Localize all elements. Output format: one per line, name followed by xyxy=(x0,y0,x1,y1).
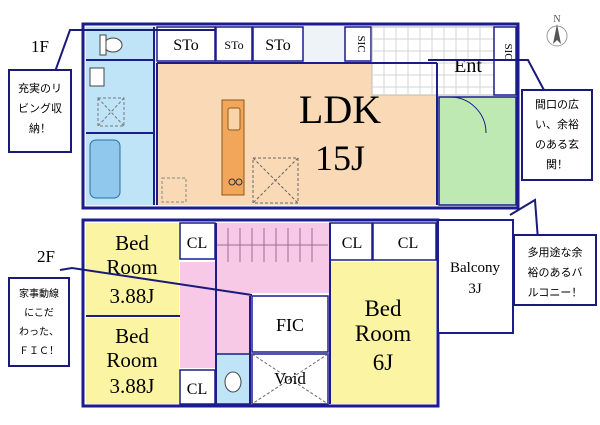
closet-2-label: CL xyxy=(342,235,362,252)
note-housework: 家事動線 にこだ わった、 ＦＩＣ！ xyxy=(8,277,70,367)
north-compass-icon: N xyxy=(546,14,568,47)
svg-text:間口の広: 間口の広 xyxy=(535,98,579,111)
fridge-space xyxy=(161,177,187,203)
svg-text:にこだ: にこだ xyxy=(24,307,54,319)
bathtub-icon xyxy=(89,139,121,199)
note-entrance: 間口の広 い、余裕 のある玄 関！ xyxy=(521,89,593,181)
entrance-label: Ent xyxy=(454,55,482,77)
storage-1-label: STo xyxy=(173,37,199,54)
closet-4 xyxy=(179,369,216,405)
sic-left-label: SIC xyxy=(355,35,367,52)
bed-lower-line2: Room xyxy=(106,348,157,372)
balcony-label: Balcony xyxy=(450,260,500,276)
bedroom-lower xyxy=(86,318,179,404)
sink-icon xyxy=(227,107,241,131)
bed-upper-line1: Bed xyxy=(115,231,149,255)
ldk-label: LDK xyxy=(299,87,381,132)
entrance-door xyxy=(449,96,487,134)
svg-text:ビング収: ビング収 xyxy=(18,101,62,115)
svg-text:関！: 関！ xyxy=(546,158,568,171)
svg-text:充実のリ: 充実のリ xyxy=(18,81,62,95)
bed-lower-line1: Bed xyxy=(115,324,149,348)
svg-text:N: N xyxy=(553,14,560,25)
bed-upper-line2: Room xyxy=(106,255,157,279)
washer-space xyxy=(97,97,125,127)
bed-right-line1: Bed xyxy=(364,296,402,321)
svg-text:ルコニー！: ルコニー！ xyxy=(528,286,583,299)
svg-text:裕のあるバ: 裕のあるバ xyxy=(528,266,583,279)
storage-3 xyxy=(252,26,304,62)
svg-text:のある玄: のある玄 xyxy=(535,137,579,151)
bedroom-right xyxy=(330,262,436,404)
storage-3-label: STo xyxy=(265,37,291,54)
toilet-icon xyxy=(103,37,123,53)
first-floor-plan: STo STo STo SIC SIC LDK 15J Ent xyxy=(81,22,520,210)
svg-text:家事動線: 家事動線 xyxy=(19,287,59,300)
staircase xyxy=(216,228,328,262)
floor-label-1f: 1F xyxy=(31,37,49,56)
svg-text:い、余裕: い、余裕 xyxy=(535,117,579,131)
closet-4-label: CL xyxy=(187,381,207,398)
floor-label-2f: 2F xyxy=(37,247,55,266)
toilet-icon xyxy=(224,371,242,393)
closet-2 xyxy=(329,222,373,261)
void-label: Void xyxy=(274,369,306,388)
bedroom-upper xyxy=(86,223,179,315)
storage-2-label: STo xyxy=(224,38,243,52)
balcony-size: 3J xyxy=(468,281,482,297)
closet-1-label: CL xyxy=(187,235,207,252)
storage-1 xyxy=(156,26,216,62)
washbasin-icon xyxy=(89,67,105,87)
bed-right-size: 6J xyxy=(373,350,394,375)
svg-text:わった、: わった、 xyxy=(19,326,59,338)
bed-upper-size: 3.88J xyxy=(110,284,155,308)
shoe-closet-left xyxy=(344,26,372,62)
closet-1 xyxy=(179,222,216,260)
bed-right-line2: Room xyxy=(355,321,411,346)
closet-3 xyxy=(372,222,437,261)
note-living-storage: 充実のリ ビング収 納！ xyxy=(8,69,72,153)
closet-3-label: CL xyxy=(398,235,418,252)
callout-leader-lines xyxy=(51,29,546,296)
family-closet xyxy=(251,295,329,353)
note-balcony: 多用途な余 裕のあるバ ルコニー！ xyxy=(513,234,597,306)
ldk-size: 15J xyxy=(315,138,365,178)
entrance-porch xyxy=(438,96,517,206)
bed-lower-size: 3.88J xyxy=(110,374,155,398)
storage-2 xyxy=(215,26,253,62)
svg-text:納！: 納！ xyxy=(29,122,51,135)
balcony xyxy=(437,219,514,334)
sic-right-label: SIC xyxy=(502,43,514,60)
svg-text:ＦＩＣ！: ＦＩＣ！ xyxy=(19,346,59,357)
svg-text:多用途な余: 多用途な余 xyxy=(528,245,583,259)
fic-label: FIC xyxy=(276,315,304,335)
second-floor-plan: CL CL FIC Void CL CL Bed Room 3.88J Bed … xyxy=(81,218,514,408)
stove-icon xyxy=(228,178,236,186)
ldk-storage-mark xyxy=(252,157,299,204)
